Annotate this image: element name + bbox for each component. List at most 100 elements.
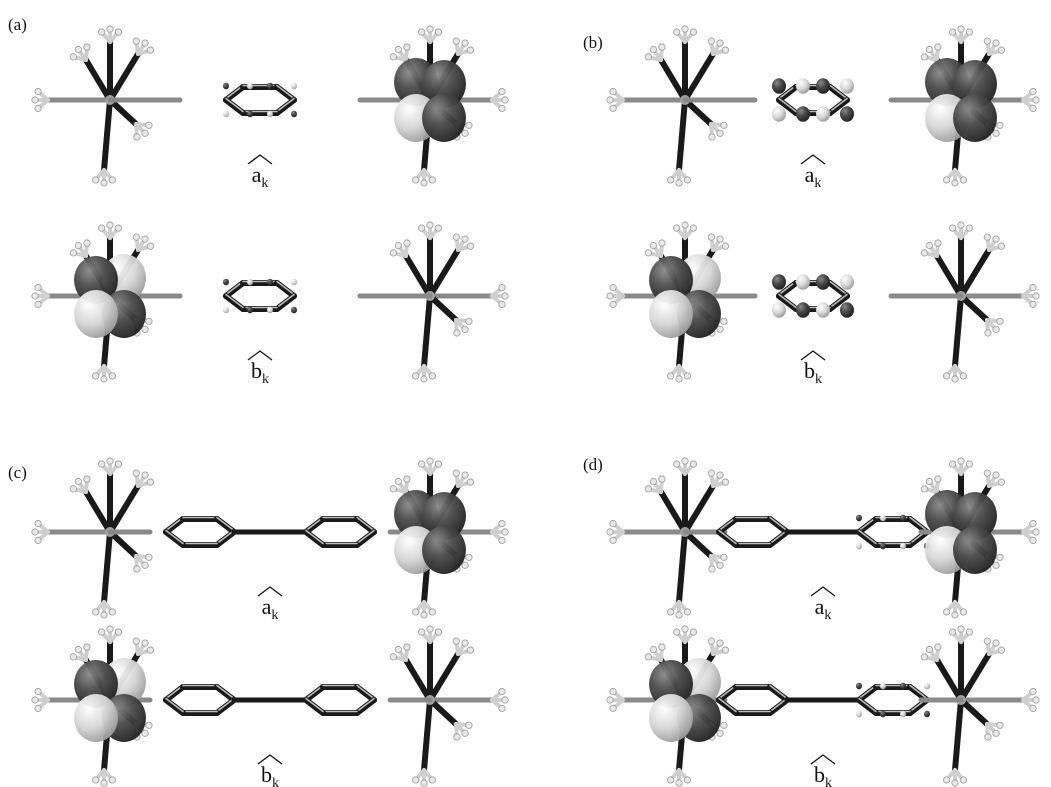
orbital-label: ak	[815, 594, 832, 623]
hydrogen-atom	[683, 776, 691, 784]
orbital-lobe-small	[924, 710, 930, 718]
hydrogen-atom	[1032, 96, 1040, 104]
hydrogen-atom	[1029, 300, 1037, 308]
hydrogen-atom	[100, 179, 108, 187]
ring-bond-highlight	[718, 529, 737, 545]
hat-accent	[257, 586, 283, 597]
metal-ligand-bond	[934, 253, 964, 299]
hydrogen-atom	[721, 646, 730, 654]
metal-ligand-bond	[682, 51, 716, 103]
hydrogen-atom	[992, 729, 1000, 737]
hydrogen-atom	[452, 469, 460, 477]
hydrogen-atom	[498, 704, 506, 712]
orbital-lobe-small	[840, 274, 854, 290]
hydrogen-atom	[452, 37, 460, 45]
ring-bond-highlight	[718, 697, 737, 713]
ring-bond-highlight	[829, 97, 848, 113]
hydrogen-atom	[920, 53, 928, 61]
hat-accent	[800, 154, 826, 165]
orbital-label: bk	[814, 762, 832, 787]
ring-bond	[776, 84, 799, 103]
metal-ligand-bond	[83, 489, 113, 535]
hydrogen-atom	[114, 460, 122, 468]
hydrogen-atom	[465, 317, 473, 325]
hydrogen-atom	[461, 325, 469, 333]
hydrogen-atom	[69, 53, 77, 61]
hydrogen-atom	[951, 375, 959, 383]
orbital-lobe-small	[816, 302, 830, 318]
hydrogen-atom	[1032, 528, 1040, 536]
hydrogen-atom	[34, 88, 42, 96]
hydrogen-atom	[681, 221, 689, 229]
molecule: ak	[606, 25, 1040, 191]
hydrogen-atom	[69, 653, 77, 661]
orbital-lobe-small	[880, 514, 886, 522]
ring-bond	[716, 516, 739, 535]
hydrogen-atom	[461, 129, 469, 137]
orbital-lobe-small	[900, 542, 906, 550]
hydrogen-atom	[943, 176, 951, 184]
hydrogen-atom	[606, 528, 614, 536]
hydrogen-atom	[106, 625, 114, 633]
hydrogen-atom	[108, 776, 116, 784]
hydrogen-atom	[146, 646, 155, 654]
hat-accent	[800, 350, 826, 361]
orbital-lobe-small	[772, 274, 786, 290]
hydrogen-atom	[925, 241, 933, 250]
hydrogen-atom	[501, 696, 509, 704]
hydrogen-atom	[675, 611, 683, 619]
hydrogen-atom	[100, 779, 108, 787]
hydrogen-atom	[426, 457, 434, 465]
hydrogen-atom	[461, 39, 469, 47]
orbital-lobe-small	[291, 110, 297, 118]
ring-bond	[274, 280, 297, 299]
hydrogen-atom	[74, 477, 82, 486]
orbital-lobe-small	[856, 542, 862, 550]
hydrogen-atom	[675, 375, 683, 383]
hydrogen-atom	[667, 176, 675, 184]
hydrogen-atom	[943, 608, 951, 616]
hydrogen-atom	[34, 520, 42, 528]
ring-bond	[716, 697, 739, 716]
hydrogen-atom	[1029, 536, 1037, 544]
hydrogen-atom	[92, 372, 100, 380]
hydrogen-atom	[389, 653, 397, 661]
hydrogen-atom	[609, 536, 617, 544]
orbital-lobe-small	[900, 682, 906, 690]
hydrogen-atom	[644, 485, 652, 493]
orbital-letter: b	[261, 762, 272, 787]
ring-bond	[214, 684, 237, 703]
hydrogen-atom	[1029, 104, 1037, 112]
orbital-subscript: k	[271, 608, 278, 623]
hat-accent	[810, 754, 836, 765]
hydrogen-atom	[141, 39, 149, 47]
ring-bond	[214, 516, 237, 535]
hydrogen-atom	[925, 645, 933, 654]
hat-accent	[257, 754, 283, 765]
hydrogen-atom	[606, 292, 614, 300]
hydrogen-atom	[959, 372, 967, 380]
orbital-lobe-small	[291, 278, 297, 286]
orbital-lobe	[74, 694, 118, 742]
hydrogen-atom	[996, 121, 1004, 129]
hydrogen-atom	[461, 639, 469, 647]
panel-c: (c)	[8, 463, 27, 482]
metal-ligand-bond	[682, 483, 716, 535]
metal-ligand-bond	[421, 293, 433, 369]
hydrogen-atom	[31, 696, 39, 704]
hydrogen-atom	[465, 721, 473, 729]
metal-ligand-bond	[107, 483, 141, 535]
ring-bond	[856, 529, 879, 548]
ring-bond-highlight	[225, 97, 244, 113]
hydrogen-atom	[498, 536, 506, 544]
metal-ligand-bond	[658, 489, 688, 535]
ring-bond	[716, 529, 739, 548]
hydrogen-atom	[426, 25, 434, 33]
hydrogen-atom	[996, 553, 1004, 561]
orbital-lobe-small	[223, 110, 229, 118]
hydrogen-atom	[943, 372, 951, 380]
orbital-lobe-small	[880, 682, 886, 690]
orbital-lobe-small	[840, 78, 854, 94]
hydrogen-atom	[141, 561, 149, 569]
